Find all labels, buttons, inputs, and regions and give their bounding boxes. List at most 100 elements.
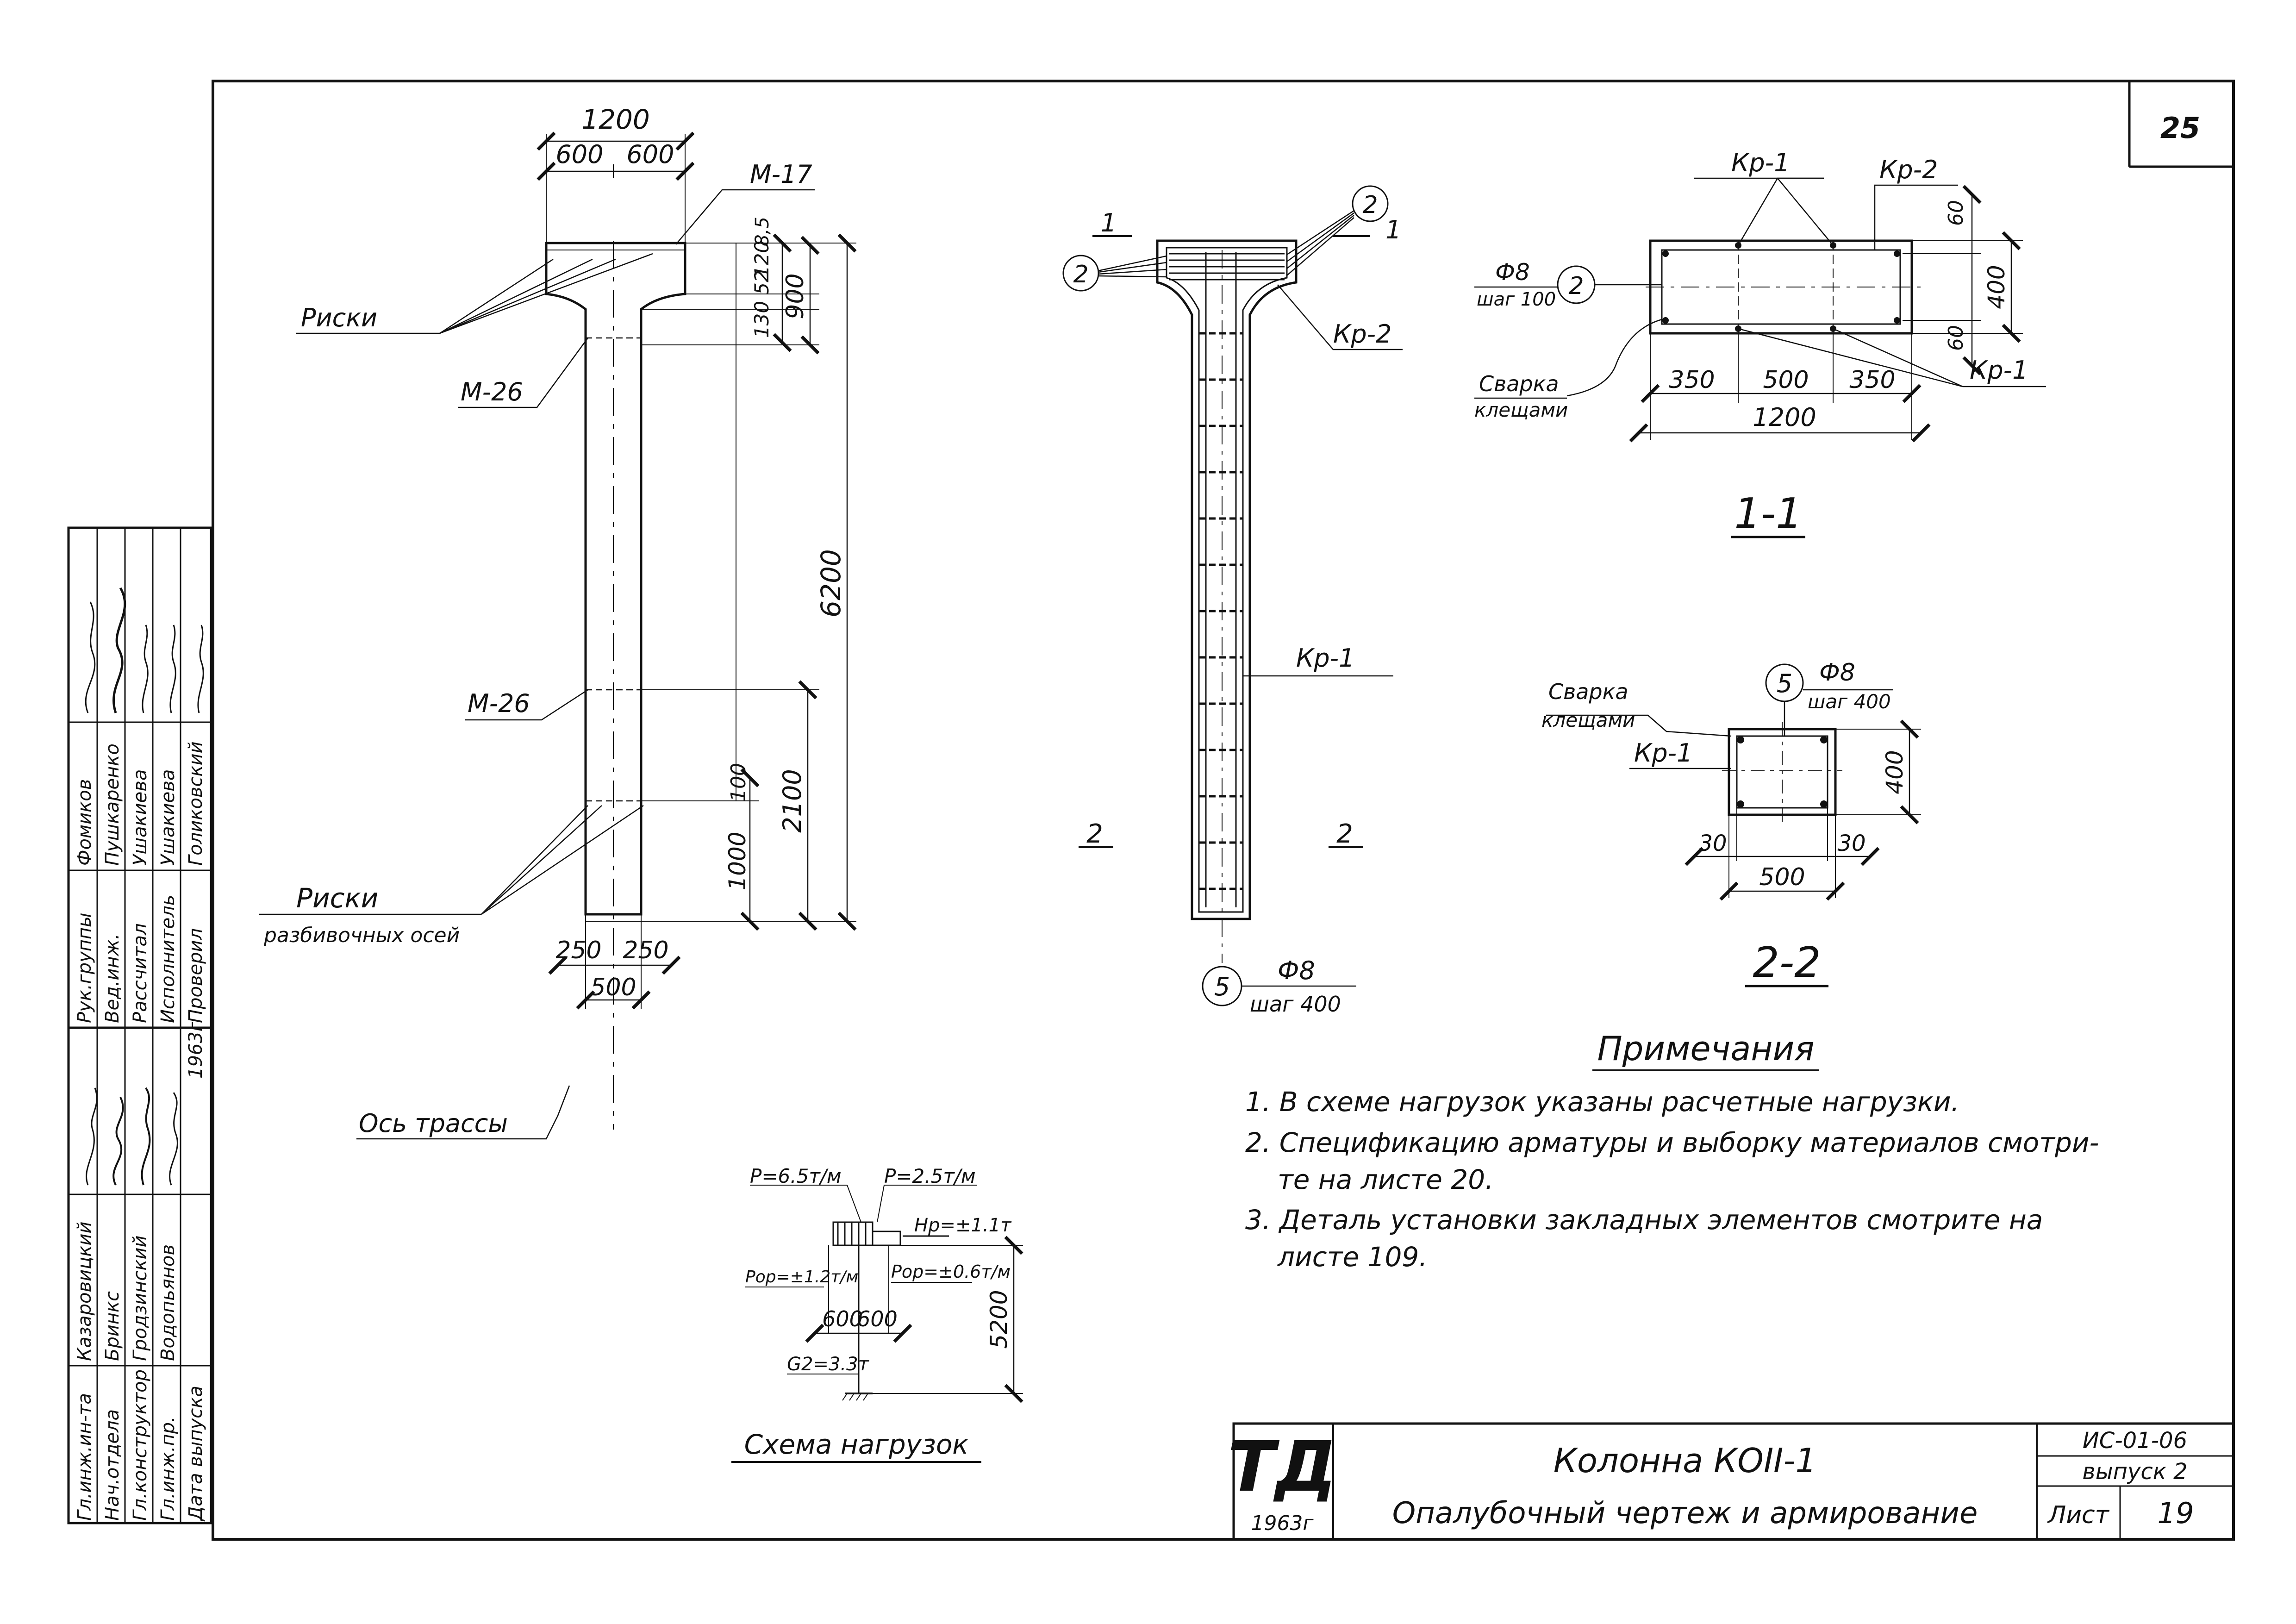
- dim-half-left: 600: [555, 140, 603, 169]
- h-force: Hp=±1.1т: [914, 1215, 1012, 1236]
- p-or-left: Pop=±1.2т/м: [745, 1268, 858, 1287]
- stamp-date: 1963г: [185, 1021, 206, 1079]
- dim-60-top: 60: [1944, 200, 1968, 226]
- dim-2100: 2100: [778, 769, 807, 832]
- dim-5200: 5200: [986, 1290, 1012, 1349]
- label-m26-bottom: М-26: [468, 689, 530, 718]
- label-shag400: шаг 400: [1250, 992, 1341, 1017]
- dim-1000: 1000: [724, 831, 751, 890]
- dim-half-right: 600: [626, 140, 674, 169]
- p-right: P=2.5т/м: [884, 1165, 976, 1187]
- mark-5-sec22-text: 5: [1777, 669, 1792, 698]
- doc-code: ИС-01-06: [2083, 1428, 2187, 1454]
- rebar-dot: [1820, 736, 1828, 743]
- dim-400-sec22: 400: [1881, 750, 1908, 794]
- rebar-dot: [1820, 800, 1828, 808]
- label-m17: М-17: [750, 160, 812, 189]
- load-scheme: P=6.5т/м P=2.5т/м Hp=±1.1т Pop=±1.2т/м P…: [731, 1165, 1023, 1463]
- stamp-name2-4: Ушакиева: [157, 769, 179, 866]
- stamp-role-4: Гл.инж.пр.: [157, 1416, 179, 1521]
- load-scheme-title: Схема нагрузок: [744, 1429, 969, 1460]
- dim-total-width: 1200: [581, 104, 650, 135]
- title-line-2: Опалубочный чертеж и армирование: [1392, 1496, 1978, 1530]
- section-2-2: 5 Ф8 шаг 400 Сварка клещами Кр-1 400 30 …: [1541, 659, 1921, 987]
- label-riski: Риски: [301, 303, 377, 332]
- title-year: 1963г: [1251, 1512, 1314, 1535]
- label-kr1-sec22: Кр-1: [1634, 738, 1692, 768]
- mark-2-right: [1352, 185, 1389, 222]
- drawing-frame: [212, 80, 2235, 1541]
- section-1-right: 1: [1385, 215, 1401, 244]
- label-kr2-top: Кр-2: [1879, 155, 1938, 184]
- sheet-value: 19: [2158, 1496, 2194, 1530]
- dim-8-5: 8,5: [752, 217, 773, 246]
- section-1-1-title: 1-1: [1734, 489, 1803, 538]
- stamp-role-2: Нач.отдела: [102, 1409, 123, 1521]
- stamp-role2-3: Рассчитал: [130, 923, 151, 1023]
- rebar-dot: [1894, 317, 1900, 324]
- note-line-2b: те на листе 20.: [1278, 1164, 1494, 1195]
- g-force: G2=3.3т: [787, 1354, 870, 1375]
- section-2-right: 2: [1336, 819, 1353, 849]
- stamp-role-5: Дата выпуска: [185, 1386, 206, 1522]
- label-razbivochnyh: разбивочных осей: [263, 924, 460, 947]
- reinf-outline: [1156, 239, 1298, 920]
- rebar-dot: [1662, 317, 1669, 324]
- dim-1200-sec11: 1200: [1753, 403, 1816, 432]
- load-hatch: [832, 1221, 873, 1246]
- stamp-role2-5: Проверил: [185, 928, 206, 1023]
- dim-bot-total: 500: [590, 974, 636, 1001]
- dim-500-sec22: 500: [1759, 863, 1805, 891]
- dim-400-sec11: 400: [1983, 265, 2010, 309]
- label-axis: Ось трассы: [359, 1109, 508, 1138]
- stamp-name-2: Бринкс: [102, 1291, 123, 1361]
- label-kr1-top: Кр-1: [1731, 148, 1790, 177]
- p-left: P=6.5т/м: [750, 1165, 842, 1187]
- note-line-2a: 2. Спецификацию арматуры и выборку матер…: [1245, 1127, 2099, 1158]
- stamp-name2-3: Ушакиева: [130, 769, 151, 866]
- sheet-label: Лист: [2047, 1501, 2109, 1529]
- label-phi8: Ф8: [1278, 956, 1315, 985]
- stamp-name-4: Водопьянов: [157, 1244, 179, 1361]
- sheet-number: 25: [2160, 111, 2200, 145]
- stamp-signatures: [85, 587, 204, 1186]
- note-line-1: 1. В схеме нагрузок указаны расчетные на…: [1245, 1086, 1959, 1118]
- top-bars: [1169, 253, 1285, 281]
- column-outline: [545, 242, 686, 916]
- stamp-name-3: Гродзинский: [130, 1236, 151, 1361]
- note-line-3b: листе 109.: [1277, 1241, 1428, 1273]
- dim-bot-right: 250: [623, 937, 668, 964]
- mark-2-sec11-text: 2: [1568, 272, 1584, 300]
- dim-500-sec11: 500: [1763, 366, 1809, 394]
- stamp-name2-2: Пушкаренко: [102, 743, 123, 866]
- logo-td: ТД: [1228, 1427, 1337, 1507]
- dim-60-bottom: 60: [1944, 325, 1968, 351]
- section-1-1: Кр-1 Кр-2 2 Ф8 шаг 100 Сварка клещами 60…: [1474, 148, 2046, 538]
- mark-2-right-text: 2: [1362, 191, 1378, 219]
- dim-350-left: 350: [1669, 366, 1715, 394]
- label-riski-2: Риски: [296, 882, 378, 914]
- label-kr1: Кр-1: [1296, 643, 1354, 673]
- label-phi8-sec22: Ф8: [1819, 659, 1855, 687]
- stirrups: [1199, 332, 1243, 890]
- stamp-role-3: Гл.конструктор: [130, 1369, 151, 1521]
- approval-stamp: Гл.инж.ин-та Нач.отдела Гл.конструктор Г…: [67, 526, 212, 1524]
- label-kr1-bottom: Кр-1: [1970, 356, 2028, 385]
- dim-600-right: 600: [857, 1306, 898, 1331]
- p-or-right: Pop=±0.6т/м: [891, 1262, 1011, 1282]
- column-reinforcement: 1 1 2 2 Кр-2 Кр-1 2 2 5 Ф8 шаг 400: [1062, 185, 1403, 1017]
- doc-issue: выпуск 2: [2082, 1459, 2187, 1485]
- label-m26-top: М-26: [461, 377, 523, 406]
- note-line-3a: 3. Деталь установки закладных элементов …: [1245, 1204, 2043, 1236]
- mark-2-left: [1062, 255, 1099, 292]
- label-shag400-sec22: шаг 400: [1808, 690, 1891, 713]
- mark-5-text: 5: [1214, 972, 1230, 1001]
- stamp-role-1: Гл.инж.ин-та: [74, 1393, 95, 1521]
- mark-2-left-text: 2: [1073, 261, 1088, 288]
- dim-600-left: 600: [822, 1306, 863, 1331]
- label-phi8-sec11: Ф8: [1495, 259, 1530, 286]
- stamp-name2-5: Голиковский: [185, 741, 206, 866]
- dim-900: 900: [781, 273, 809, 319]
- rebar-dot: [1737, 736, 1744, 743]
